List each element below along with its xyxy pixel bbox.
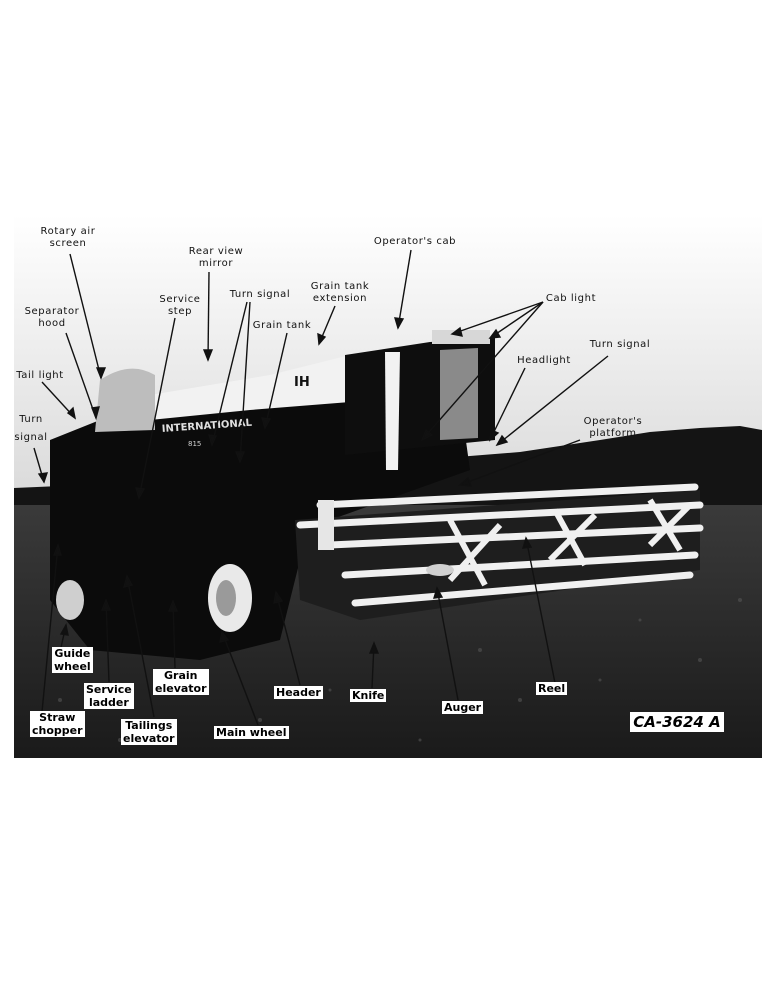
label-line: ladder [88, 696, 129, 709]
label-line: Straw [39, 711, 76, 724]
label-line: Turn signal [589, 339, 651, 350]
label-line: Auger [444, 701, 482, 714]
cab-roof [432, 330, 490, 344]
label-header: Header [274, 686, 323, 699]
label-headlight: Headlight [508, 355, 580, 367]
label-line: signal [14, 432, 48, 443]
label-line: Rotary air [40, 226, 96, 237]
label-cab-light: Cab light [536, 293, 606, 305]
label-line: step [167, 306, 193, 317]
label-line: Main wheel [216, 726, 287, 739]
label-line: Tailings [125, 719, 173, 732]
label-service-ladder: Service ladder [84, 683, 134, 709]
label-line: Grain [164, 669, 198, 682]
label-rear-view-mirror: Rear view mirror [180, 246, 252, 270]
label-line: Knife [352, 689, 385, 702]
label-line: Separator [24, 306, 80, 317]
label-guide-wheel: Guide wheel [52, 647, 93, 673]
label-line: mirror [198, 258, 234, 269]
label-line: Turn signal [229, 289, 291, 300]
label-line: Turn [19, 414, 43, 425]
label-line: Operator's [583, 416, 643, 427]
mirror-post [385, 352, 400, 470]
label-tailings-elevator: Tailings elevator [121, 719, 177, 745]
label-line: Grain tank [252, 320, 312, 331]
label-line: Operator's cab [373, 236, 457, 247]
label-grain-elevator: Grain elevator [153, 669, 209, 695]
label-line: Service [86, 683, 132, 696]
label-reel: Reel [536, 682, 568, 695]
label-turn-signal-side: Turn signal [220, 289, 300, 301]
separator-hood-shape [95, 368, 155, 432]
label-line: Service [159, 294, 201, 305]
ih-emblem: IH [294, 375, 310, 390]
label-turn-signal-rear: Turn signal [6, 414, 56, 444]
label-line: Grain tank [310, 281, 370, 292]
model-decal: 815 [188, 440, 201, 448]
cab-window [440, 348, 478, 440]
label-line: hood [38, 318, 66, 329]
label-grain-tank-extension: Grain tank extension [300, 281, 380, 305]
label-line: extension [312, 293, 368, 304]
label-separator-hood: Separator hood [16, 306, 88, 330]
label-line: Rear view [188, 246, 244, 257]
label-operators-platform: Operator's platform [578, 416, 648, 440]
label-auger: Auger [442, 701, 484, 714]
auger-shape [426, 564, 454, 576]
label-line: Cab light [545, 293, 597, 304]
label-rotary-air-screen: Rotary air screen [32, 226, 104, 250]
main-wheel-hub [216, 580, 236, 616]
combine-body [50, 398, 470, 660]
label-line: elevator [123, 732, 175, 745]
label-line: chopper [32, 724, 83, 737]
label-line: Tail light [16, 370, 64, 381]
guide-wheel-shape [56, 580, 84, 620]
label-operators-cab: Operator's cab [360, 236, 470, 248]
reel-spiders [447, 498, 693, 587]
label-service-step: Service step [150, 294, 210, 318]
reel-bats [296, 483, 704, 607]
label-line: screen [49, 238, 87, 249]
label-turn-signal-front: Turn signal [580, 339, 660, 351]
label-line: Guide [54, 647, 91, 660]
header-side-panel [318, 500, 334, 550]
label-tail-light: Tail light [8, 370, 72, 382]
label-line: elevator [155, 682, 207, 695]
field-speckle [58, 598, 742, 742]
label-line: Header [276, 686, 321, 699]
label-line: platform [589, 428, 637, 439]
label-knife: Knife [350, 689, 387, 702]
figure-code: CA-3624 A [630, 712, 724, 732]
label-main-wheel: Main wheel [214, 726, 289, 739]
label-grain-tank: Grain tank [242, 320, 322, 332]
label-line: wheel [54, 660, 91, 673]
label-line: Headlight [517, 355, 571, 366]
leader-arrows [33, 249, 609, 726]
label-straw-chopper: Straw chopper [30, 711, 85, 737]
label-line: Reel [538, 682, 566, 695]
